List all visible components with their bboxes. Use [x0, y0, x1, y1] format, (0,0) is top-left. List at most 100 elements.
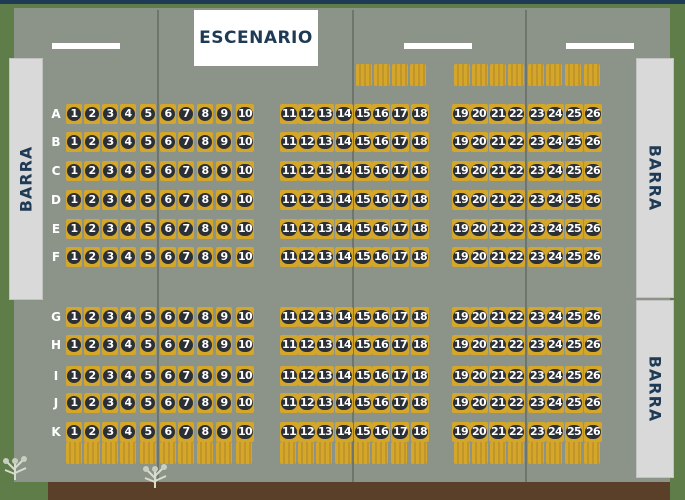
seat[interactable]: 11 [280, 247, 298, 267]
seat[interactable]: 7 [178, 161, 194, 181]
seat[interactable]: 13 [316, 219, 334, 239]
seat[interactable]: 25 [565, 247, 583, 267]
seat[interactable]: 3 [102, 335, 118, 355]
seat[interactable]: 21 [489, 422, 507, 442]
seat[interactable]: 23 [528, 132, 546, 152]
seat[interactable]: 19 [452, 307, 470, 327]
seat[interactable]: 12 [298, 335, 316, 355]
seat[interactable]: 3 [102, 307, 118, 327]
seat[interactable]: 8 [197, 247, 213, 267]
seat[interactable]: 3 [102, 393, 118, 413]
seat[interactable]: 14 [335, 104, 353, 124]
seat[interactable]: 12 [298, 307, 316, 327]
seat[interactable]: 13 [316, 422, 334, 442]
seat[interactable]: 22 [507, 422, 525, 442]
seat[interactable]: 15 [354, 422, 372, 442]
seat[interactable]: 1 [66, 307, 82, 327]
seat[interactable]: 10 [236, 132, 254, 152]
seat[interactable]: 4 [120, 366, 136, 386]
seat[interactable]: 3 [102, 219, 118, 239]
seat[interactable]: 19 [452, 335, 470, 355]
seat[interactable]: 17 [391, 104, 409, 124]
seat[interactable]: 17 [391, 247, 409, 267]
seat[interactable]: 8 [197, 161, 213, 181]
seat[interactable]: 5 [140, 132, 156, 152]
seat[interactable]: 24 [546, 132, 564, 152]
seat[interactable]: 5 [140, 190, 156, 210]
seat[interactable]: 26 [584, 366, 602, 386]
seat[interactable]: 24 [546, 335, 564, 355]
seat[interactable]: 24 [546, 219, 564, 239]
seat[interactable]: 10 [236, 190, 254, 210]
seat[interactable]: 13 [316, 366, 334, 386]
seat[interactable]: 13 [316, 190, 334, 210]
seat[interactable]: 17 [391, 132, 409, 152]
seat[interactable]: 3 [102, 247, 118, 267]
seat[interactable]: 16 [372, 247, 390, 267]
seat[interactable]: 2 [84, 422, 100, 442]
seat[interactable]: 13 [316, 335, 334, 355]
seat[interactable]: 8 [197, 104, 213, 124]
seat[interactable]: 22 [507, 190, 525, 210]
seat[interactable]: 26 [584, 161, 602, 181]
seat[interactable]: 10 [236, 219, 254, 239]
seat[interactable]: 11 [280, 190, 298, 210]
seat[interactable]: 14 [335, 247, 353, 267]
seat[interactable]: 21 [489, 161, 507, 181]
seat[interactable]: 26 [584, 132, 602, 152]
seat[interactable]: 24 [546, 104, 564, 124]
seat[interactable]: 16 [372, 366, 390, 386]
seat[interactable]: 5 [140, 219, 156, 239]
seat[interactable]: 15 [354, 307, 372, 327]
seat[interactable]: 24 [546, 161, 564, 181]
seat[interactable]: 23 [528, 247, 546, 267]
seat[interactable]: 26 [584, 422, 602, 442]
seat[interactable]: 12 [298, 393, 316, 413]
seat[interactable]: 6 [160, 247, 176, 267]
seat[interactable]: 9 [216, 190, 232, 210]
seat[interactable]: 14 [335, 161, 353, 181]
seat[interactable]: 18 [411, 366, 429, 386]
seat[interactable]: 8 [197, 335, 213, 355]
seat[interactable]: 12 [298, 190, 316, 210]
seat[interactable]: 8 [197, 422, 213, 442]
seat[interactable]: 18 [411, 335, 429, 355]
seat[interactable]: 12 [298, 247, 316, 267]
seat[interactable]: 9 [216, 247, 232, 267]
seat[interactable]: 26 [584, 307, 602, 327]
seat[interactable]: 1 [66, 104, 82, 124]
seat[interactable]: 7 [178, 132, 194, 152]
seat[interactable]: 16 [372, 422, 390, 442]
seat[interactable]: 7 [178, 393, 194, 413]
seat[interactable]: 22 [507, 247, 525, 267]
seat[interactable]: 25 [565, 190, 583, 210]
seat[interactable]: 3 [102, 132, 118, 152]
seat[interactable]: 11 [280, 219, 298, 239]
seat[interactable]: 22 [507, 161, 525, 181]
seat[interactable]: 15 [354, 104, 372, 124]
seat[interactable]: 24 [546, 247, 564, 267]
seat[interactable]: 6 [160, 161, 176, 181]
seat[interactable]: 11 [280, 335, 298, 355]
seat[interactable]: 21 [489, 247, 507, 267]
seat[interactable]: 7 [178, 219, 194, 239]
seat[interactable]: 4 [120, 161, 136, 181]
seat[interactable]: 7 [178, 307, 194, 327]
seat[interactable]: 17 [391, 307, 409, 327]
seat[interactable]: 16 [372, 161, 390, 181]
seat[interactable]: 23 [528, 104, 546, 124]
seat[interactable]: 8 [197, 366, 213, 386]
seat[interactable]: 5 [140, 161, 156, 181]
seat[interactable]: 18 [411, 307, 429, 327]
seat[interactable]: 1 [66, 366, 82, 386]
seat[interactable]: 25 [565, 366, 583, 386]
seat[interactable]: 21 [489, 104, 507, 124]
seat[interactable]: 23 [528, 190, 546, 210]
seat[interactable]: 20 [470, 335, 488, 355]
seat[interactable]: 19 [452, 190, 470, 210]
seat[interactable]: 20 [470, 219, 488, 239]
seat[interactable]: 15 [354, 393, 372, 413]
seat[interactable]: 20 [470, 307, 488, 327]
seat[interactable]: 14 [335, 190, 353, 210]
seat[interactable]: 2 [84, 104, 100, 124]
